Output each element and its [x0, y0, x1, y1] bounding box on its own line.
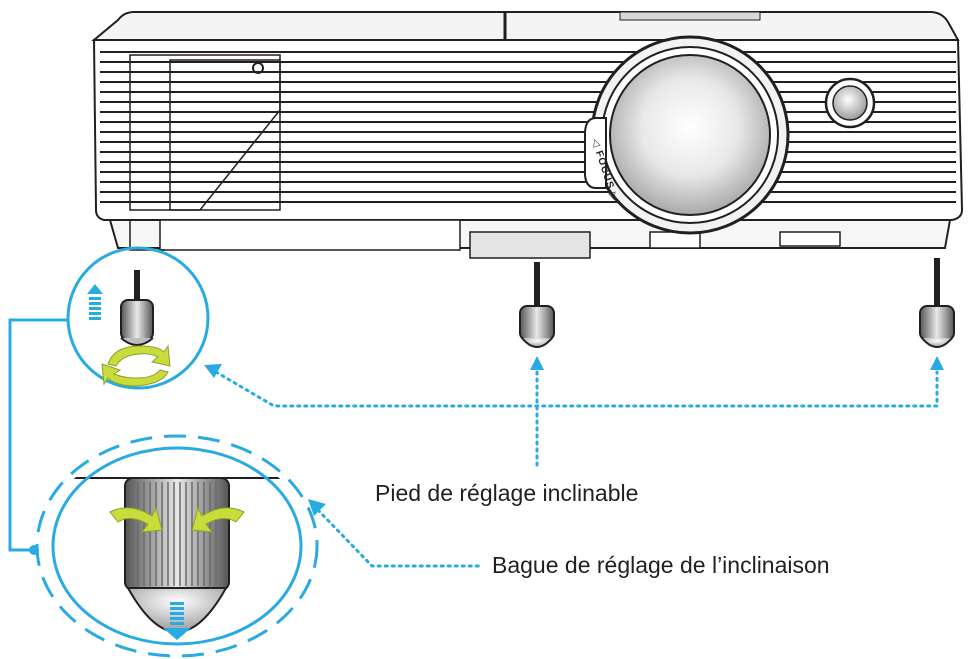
ir-sensor [824, 77, 876, 129]
rotate-inward-arrows-icon [109, 506, 245, 533]
rotate-arrows-icon [101, 344, 171, 387]
up-arrow-icon [87, 284, 103, 320]
foot-callout-circle [66, 246, 210, 390]
projector-body [91, 11, 964, 259]
callout-connector [8, 318, 68, 552]
tilt-ring-label: Bague de réglage de l’inclinaison [492, 552, 830, 578]
tilt-foot-left [120, 270, 154, 346]
down-arrow-icon [163, 602, 191, 640]
lens [590, 35, 790, 235]
tilt-foot-right [919, 258, 955, 348]
zoom-view [35, 434, 319, 658]
tilt-foot-middle [519, 262, 555, 348]
leader-lines [214, 370, 939, 568]
tilt-foot-label: Pied de réglage inclinable [375, 480, 639, 506]
leader-arrowheads [204, 356, 944, 516]
